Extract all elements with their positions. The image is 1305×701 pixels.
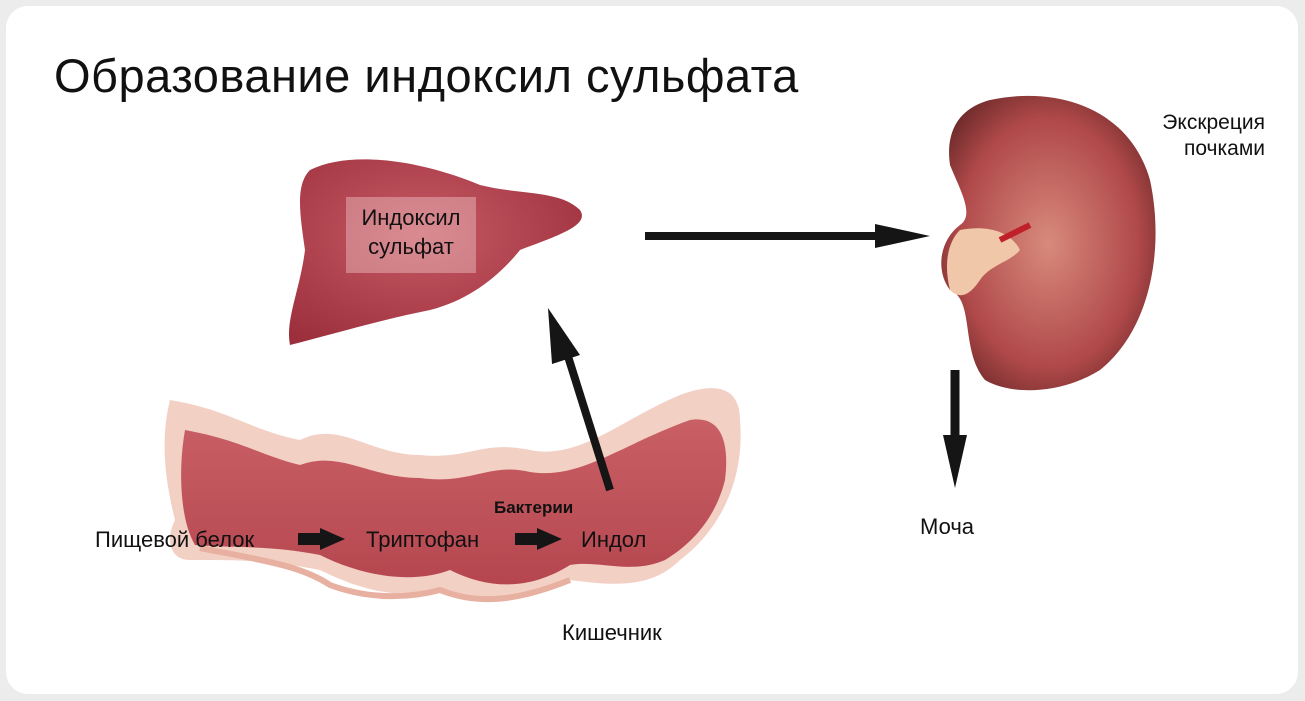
arrow-liver-to-kidney	[645, 224, 930, 248]
liver-label-box	[346, 197, 476, 273]
kidney-label: Экскреция почками	[1162, 110, 1265, 162]
arrow-kidney-to-urine	[943, 370, 967, 488]
liver-label-line2: сульфат	[368, 234, 454, 259]
bacteria-label: Бактерии	[494, 498, 574, 517]
liver-label: Индоксил сульфат	[346, 203, 476, 261]
arrow-tryptophan-to-indole	[515, 528, 562, 550]
arrow-protein-to-tryptophan	[298, 528, 345, 550]
arrow-indole-to-liver	[548, 308, 614, 492]
step-indole: Индол	[581, 527, 647, 552]
intestine-illustration	[164, 388, 741, 603]
urine-label: Моча	[920, 514, 975, 539]
step-tryptophan: Триптофан	[366, 527, 480, 552]
kidney-label-line1: Экскреция	[1162, 111, 1265, 134]
kidney-illustration	[941, 95, 1156, 391]
kidney-label-line2: почками	[1183, 137, 1265, 160]
page-title: Образование индоксил сульфата	[54, 49, 799, 102]
liver-illustration	[288, 159, 582, 345]
intestine-label: Кишечник	[562, 620, 662, 645]
step-dietary-protein: Пищевой белок	[95, 527, 255, 552]
liver-label-line1: Индоксил	[361, 205, 461, 230]
